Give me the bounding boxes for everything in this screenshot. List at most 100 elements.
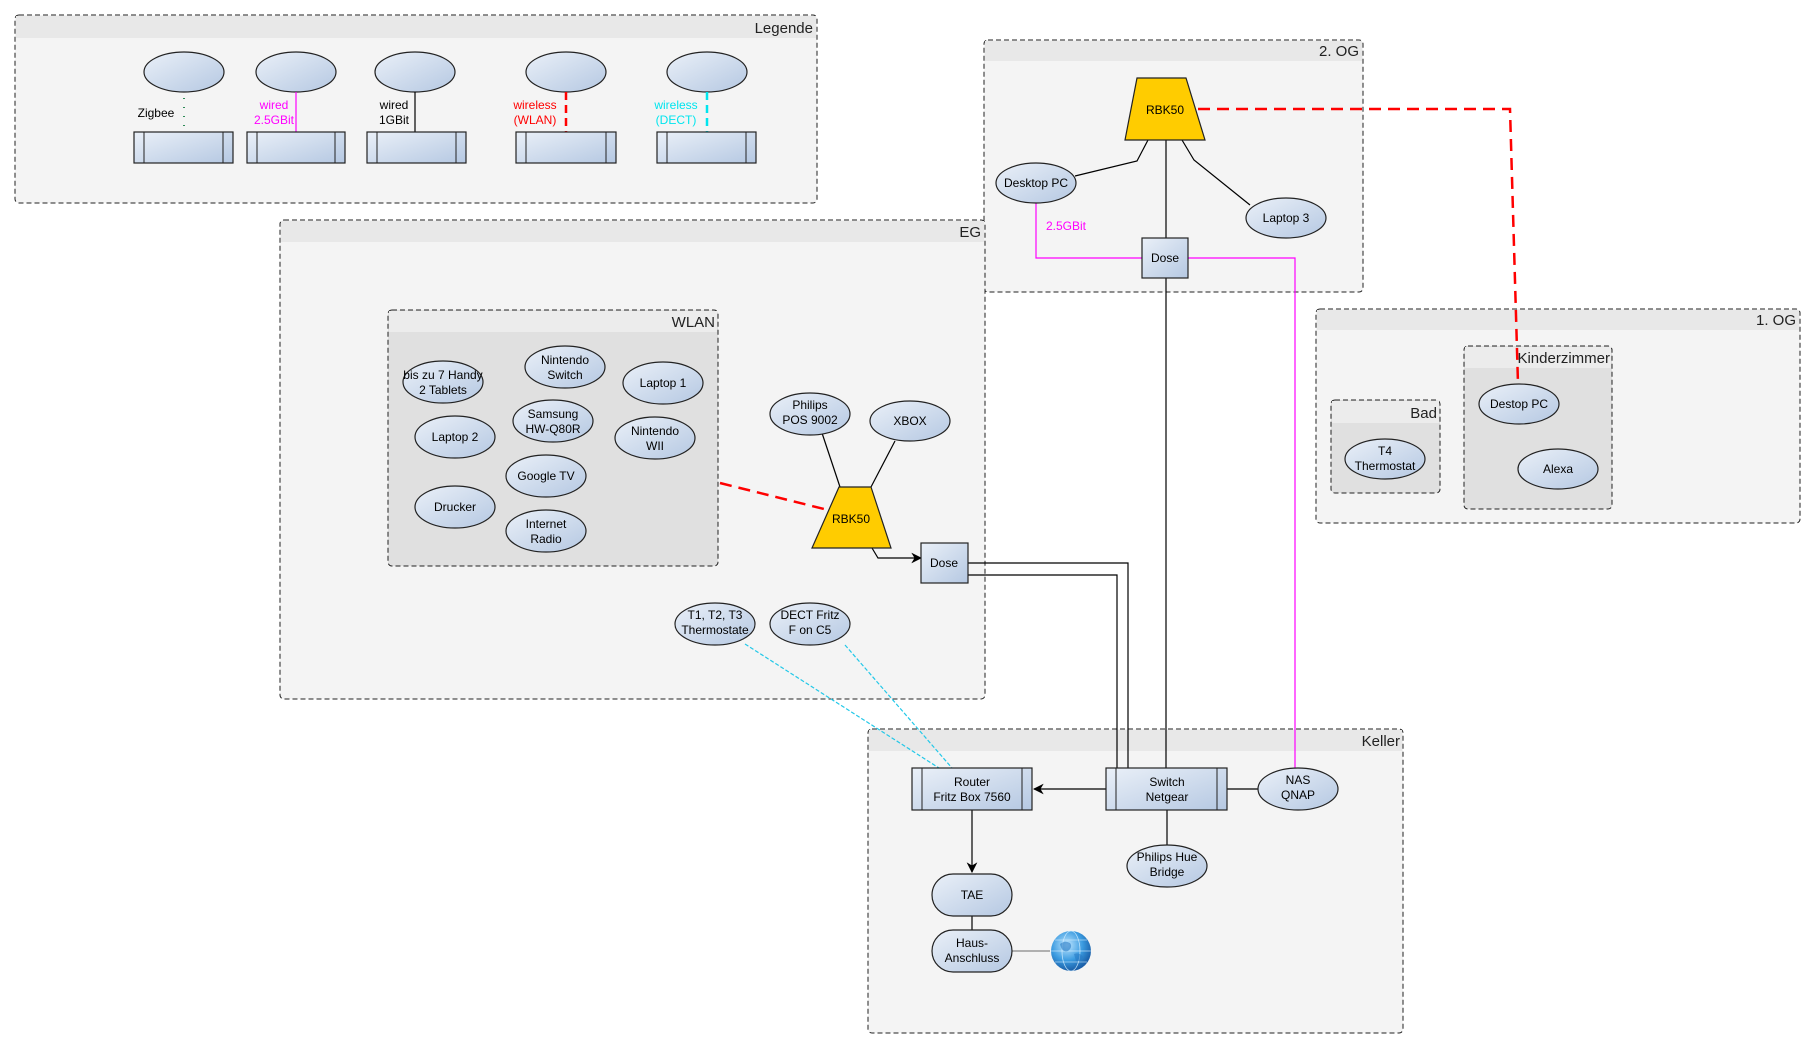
node-label: Internet [526,517,567,531]
globe-icon [1051,930,1091,972]
legend-item-wired-1g: wired 1GBit [366,51,467,164]
group-title-bad: Bad [1410,405,1437,422]
node-label: bis zu 7 Handy [403,368,482,382]
node-label: Radio [530,532,562,546]
outlet-dose-og2[interactable]: Dose [1141,237,1189,279]
device-desktop-pc[interactable]: Desktop PC [995,162,1077,204]
link-dose-eg-switch-b [968,574,1118,768]
node-label: Haus- [956,936,988,950]
device-google-tv[interactable]: Google TV [505,454,587,498]
link-dose-eg-switch-a [968,562,1129,768]
node-label: Thermostat [1355,459,1416,473]
node-label: Drucker [434,500,476,514]
node-label: Thermostate [681,623,749,637]
node-label: Nintendo [541,353,589,367]
device-destop-pc[interactable]: Destop PC [1478,383,1560,425]
link-philips-rbk50 [821,432,841,488]
access-point-rbk50-eg[interactable]: RBK50 [811,486,892,549]
device-router-fritz-box[interactable]: Router Fritz Box 7560 [911,767,1033,811]
legend-label: Zigbee [138,106,175,120]
device-drucker[interactable]: Drucker [414,485,496,529]
node-label: Router [954,775,990,789]
node-label: Fritz Box 7560 [933,790,1011,804]
device-switch-netgear[interactable]: Switch Netgear [1105,767,1228,811]
access-point-rbk50-og2[interactable]: RBK50 [1124,77,1206,141]
device-dect-fritz-fon[interactable]: DECT Fritz F on C5 [769,602,851,646]
group-title-kinderzimmer: Kinderzimmer [1517,350,1610,367]
device-laptop-2[interactable]: Laptop 2 [414,415,496,459]
device-tae[interactable]: TAE [931,873,1013,917]
legend-item-wireless-dect: wireless (DECT) [653,51,757,164]
node-label: QNAP [1281,788,1315,802]
node-label: Switch [547,368,582,382]
node-label: Dose [930,556,958,570]
legend-label: 2.5GBit [254,113,295,127]
legend-item-wireless-wlan: wireless (WLAN) [512,51,617,164]
device-philips-pos-9002[interactable]: Philips POS 9002 [769,392,851,436]
node-label: Philips [792,398,827,412]
device-laptop-3[interactable]: Laptop 3 [1245,197,1327,239]
device-philips-hue-bridge[interactable]: Philips Hue Bridge [1126,844,1208,888]
device-thermostate-t1-t3[interactable]: T1, T2, T3 Thermostate [674,602,756,646]
link-dose-nas-2.5g [1188,257,1296,768]
link-label-2.5gbit: 2.5GBit [1046,219,1087,233]
link-laptop3-rbk50-og2 [1181,139,1251,206]
outlet-dose-eg[interactable]: Dose [920,542,969,584]
node-label: WII [646,439,664,453]
legend-label: wireless [512,98,556,112]
node-label: RBK50 [832,512,870,526]
device-t4-thermostat[interactable]: T4 Thermostat [1344,438,1426,480]
link-dect-router [844,644,953,769]
link-xbox-rbk50 [870,440,896,488]
group-title-og2: 2. OG [1319,43,1359,60]
link-rbk50-dose-eg [871,547,923,564]
node-label: Nintendo [631,424,679,438]
node-label: Google TV [517,469,574,483]
group-title-keller: Keller [1362,733,1400,750]
legend-label: wired [259,98,289,112]
device-laptop-1[interactable]: Laptop 1 [622,361,704,405]
legend-label: 1GBit [379,113,410,127]
node-label: Anschluss [945,951,1000,965]
node-label: 2 Tablets [419,383,467,397]
connections [719,107,1520,952]
node-label: Laptop 2 [432,430,479,444]
legend-label: (DECT) [656,113,697,127]
device-hausanschluss[interactable]: Haus- Anschluss [931,929,1013,973]
group-title-og1: 1. OG [1756,312,1796,329]
node-label: RBK50 [1146,103,1184,117]
node-label: Laptop 3 [1263,211,1310,225]
link-desktop-dose-2.5g [1035,203,1142,259]
node-label: Dose [1151,251,1179,265]
group-title-eg: EG [959,224,981,241]
node-label: Switch [1149,775,1184,789]
device-nas-qnap[interactable]: NAS QNAP [1257,767,1339,811]
legend-label: wireless [653,98,697,112]
node-label: Bridge [1150,865,1185,879]
node-label: F on C5 [789,623,832,637]
node-label: Samsung [528,407,579,421]
device-alexa[interactable]: Alexa [1517,448,1599,490]
node-label: Philips Hue [1137,850,1198,864]
node-label: Alexa [1543,462,1573,476]
node-label: T4 [1378,444,1392,458]
node-label: XBOX [893,414,926,428]
node-label: DECT Fritz [780,608,839,622]
group-title-wlan: WLAN [672,314,715,331]
link-thermostate-router [744,643,940,769]
device-xbox[interactable]: XBOX [869,400,951,442]
legend-label: wired [379,98,409,112]
node-label: POS 9002 [782,413,838,427]
node-label: HW-Q80R [525,422,580,436]
link-desktop-rbk50-og2 [1074,139,1149,177]
node-label: NAS [1286,773,1311,787]
node-label: T1, T2, T3 [688,608,743,622]
node-label: Laptop 1 [640,376,687,390]
